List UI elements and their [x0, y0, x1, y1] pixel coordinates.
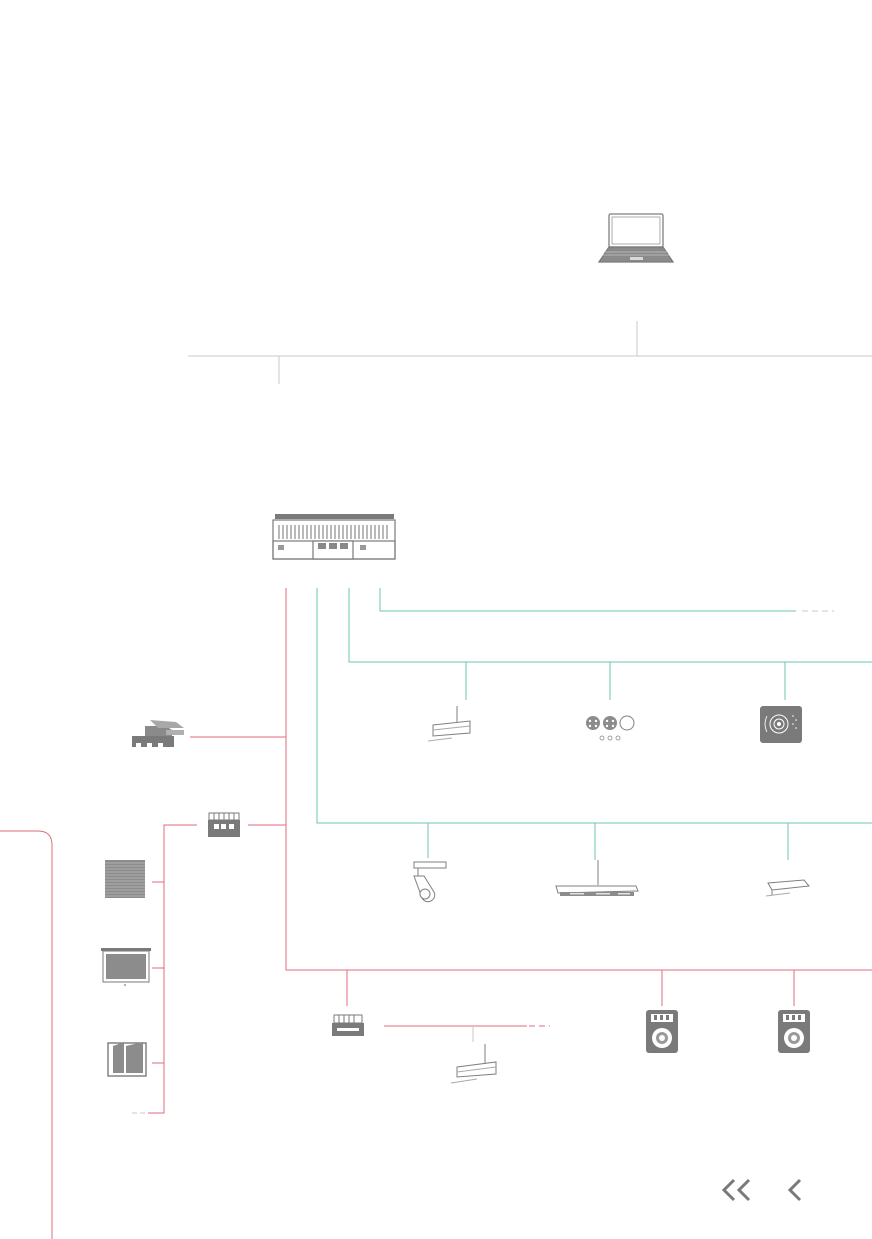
- switch-panel-icon[interactable]: [778, 1010, 810, 1053]
- green-bus-3: [316, 588, 872, 824]
- window-icon[interactable]: [107, 1042, 147, 1077]
- pendant-light-icon[interactable]: [427, 706, 471, 742]
- red-bus-lines: [0, 588, 872, 1239]
- switch-panel-icon[interactable]: [646, 1010, 678, 1053]
- dimmer-actuator-icon[interactable]: [332, 1014, 364, 1036]
- green-bus-2: [348, 588, 872, 663]
- red-bus-main: [285, 588, 872, 971]
- first-page-button[interactable]: [717, 1172, 757, 1212]
- previous-page-button[interactable]: [782, 1172, 822, 1212]
- green-bus-1: [379, 588, 796, 612]
- blind-actuator-icon[interactable]: [208, 812, 240, 837]
- laptop-icon: [597, 213, 675, 263]
- spotlight-icon[interactable]: [413, 861, 447, 903]
- double-chevron-left-icon: [721, 1178, 751, 1202]
- linear-light-icon[interactable]: [555, 860, 639, 896]
- red-left-bracket: [0, 830, 53, 1239]
- controller-module-icon[interactable]: [272, 514, 396, 560]
- chevron-left-icon: [787, 1178, 802, 1202]
- network-lines: [188, 321, 872, 384]
- projection-screen-icon[interactable]: [101, 948, 151, 986]
- button-keypad-icon[interactable]: [586, 715, 635, 741]
- rotary-panel-icon[interactable]: [760, 706, 802, 743]
- dali-gateway-icon[interactable]: [132, 720, 184, 747]
- red-blind-branch: [148, 824, 197, 1114]
- pendant-light-icon[interactable]: [450, 1044, 497, 1084]
- venetian-blind-icon[interactable]: [105, 860, 145, 898]
- ceiling-light-icon[interactable]: [765, 879, 810, 897]
- green-bus-lines: [316, 588, 872, 860]
